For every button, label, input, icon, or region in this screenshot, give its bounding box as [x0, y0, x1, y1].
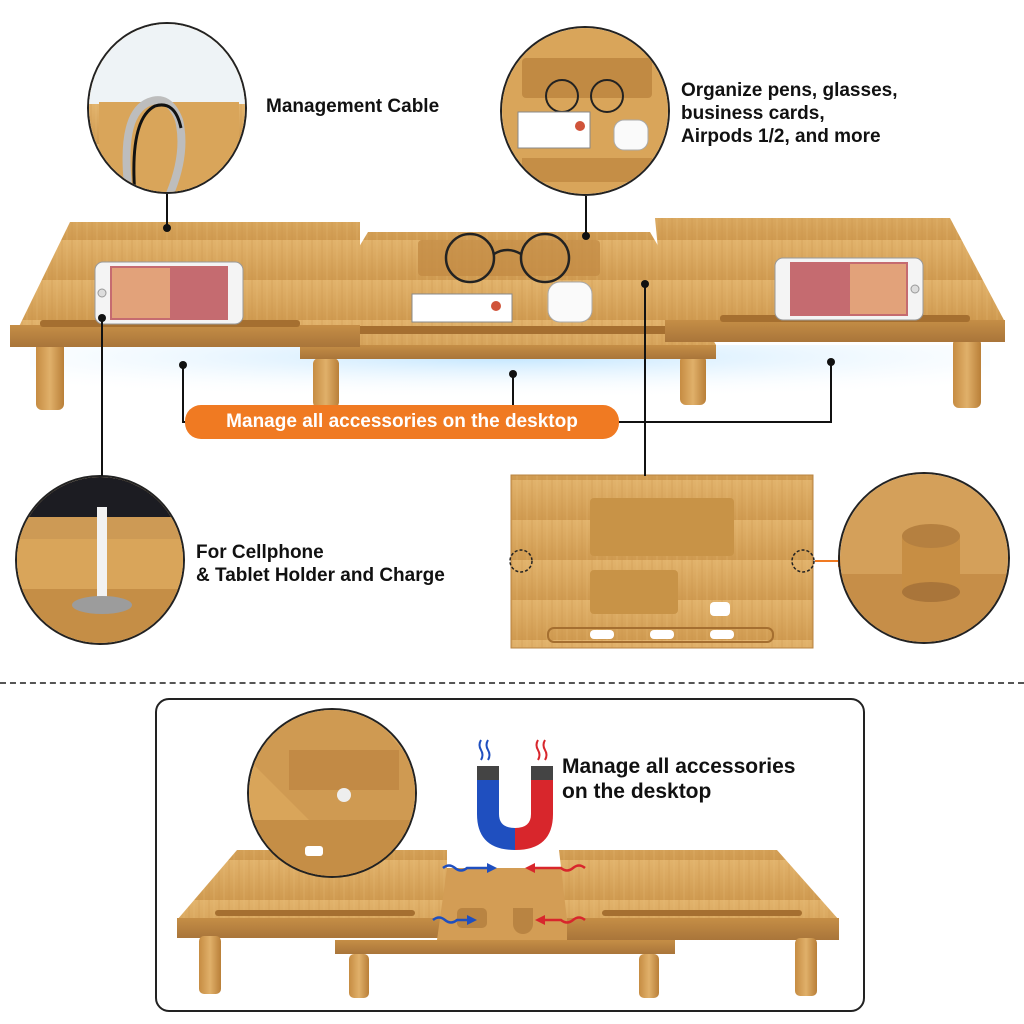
connector-dot: [641, 280, 649, 288]
connector-dot: [98, 314, 106, 322]
label-magnet: Manage all accessories on the desktop: [562, 755, 796, 803]
callout-organizer: [500, 26, 670, 196]
phone-right: [774, 257, 924, 321]
section-divider: [0, 682, 1024, 684]
leg: [313, 358, 339, 408]
connector-dot: [163, 224, 171, 232]
center-module-detail: [509, 474, 848, 649]
callout-cable: [87, 22, 247, 194]
connector-dot: [582, 232, 590, 240]
phone-left: [94, 261, 244, 325]
connector-dot: [827, 358, 835, 366]
leg: [953, 338, 981, 408]
product-illustration: [10, 218, 1005, 649]
label-phone-holder: For Cellphone & Tablet Holder and Charge: [196, 542, 445, 586]
manage-accessories-pill: Manage all accessories on the desktop: [185, 405, 619, 439]
arrow-icon: [432, 863, 586, 925]
connector-dot: [509, 370, 517, 378]
bracket-line: [512, 374, 514, 422]
connector-dot: [179, 361, 187, 369]
bracket-line: [830, 362, 832, 422]
connector-line: [644, 284, 646, 476]
heat-wave-icon: [478, 739, 548, 761]
magnet-stand-illustration: [177, 739, 839, 998]
callout-magnet-peg: [838, 472, 1010, 644]
connector-line: [101, 318, 103, 476]
label-organize: Organize pens, glasses, business cards, …: [681, 80, 898, 147]
airpods-case: [547, 281, 593, 323]
callout-phone-charge: [15, 475, 185, 645]
label-management-cable: Management Cable: [266, 96, 440, 117]
bracket-line: [182, 365, 184, 422]
magnet-icon: [477, 766, 553, 850]
connector-line: [585, 196, 587, 236]
callout-magnet-joint: [247, 708, 417, 878]
glasses: [444, 232, 571, 284]
leg: [680, 355, 706, 405]
magnet-panel: Manage all accessories on the desktop: [155, 698, 865, 1012]
connector-line: [166, 194, 168, 228]
leg: [36, 340, 64, 410]
